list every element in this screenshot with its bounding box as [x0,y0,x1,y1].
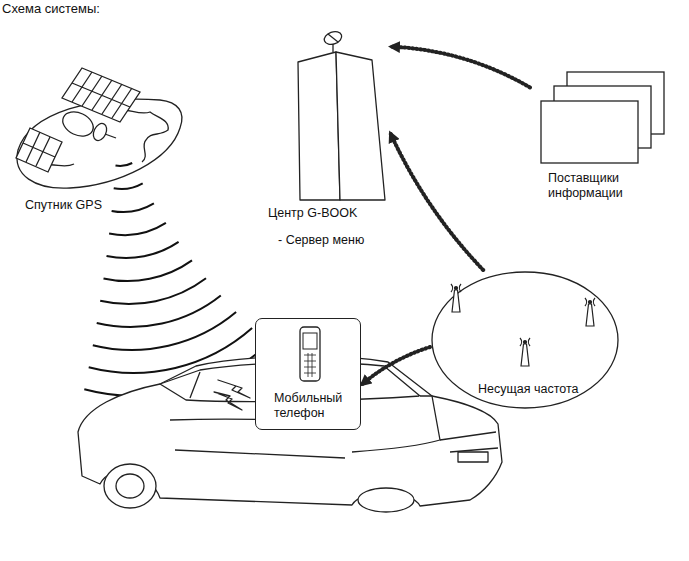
g-book-center-building [336,52,385,200]
gps-signal-waves [116,163,133,166]
gps-signal-waves [104,260,193,281]
carrier-area-ellipse [585,298,595,326]
mobile-phone-icon [303,333,317,349]
car [358,488,414,512]
gps-signal-waves [109,223,166,235]
car [458,452,488,462]
earth-horizon [118,110,168,162]
g-book-center-node: Центр G-BOOK - Сервер меню [265,28,390,260]
gps-signal-waves [112,203,154,212]
dotted-link-arrow [361,347,430,385]
carrier-area-ellipse [589,301,592,304]
carrier-area-ellipse [451,284,461,312]
g-book-center-building [322,29,343,46]
carrier-area-ellipse [520,338,530,366]
g-book-center-building [332,44,333,52]
node-label: Спутник GPS [25,198,165,213]
mobile-phone-icon [290,325,330,385]
satellite-node: Спутник GPS [10,40,180,225]
dotted-link-arrow [390,47,530,88]
radio-link-bolt [214,392,242,410]
gps-signal-waves [107,242,179,258]
carrier-area-ellipse [524,341,527,344]
node-label: Мобильный телефон [274,391,354,421]
gps-satellite [16,68,140,172]
information-providers-pages [541,72,664,163]
gps-satellite [72,72,132,118]
g-book-center-building [328,34,338,42]
gps-satellite [23,132,55,166]
carrier-area-ellipse [585,298,595,306]
node-label: Поставщики информации [548,171,648,201]
node-label: - Сервер меню [278,233,388,248]
node-label: Центр G-BOOK [268,206,388,221]
carrier-area-ellipse [455,287,458,290]
carrier-node: Несущая частота [430,270,620,410]
providers-node: Поставщики информации [530,65,675,205]
gps-satellite [16,128,62,172]
gps-satellite [105,134,116,138]
g-book-center-building [298,52,340,200]
radio-link-bolt [214,380,250,410]
carrier-area-ellipse [452,290,460,312]
gps-signal-waves [93,312,236,350]
mobile-phone-icon [304,353,316,377]
car [352,396,440,452]
g-book-center-building [298,29,385,200]
gps-satellite [91,121,109,142]
node-label: Несущая частота [478,382,598,397]
information-providers-pages [541,101,638,163]
mobile-phone-box: Мобильный телефон [255,318,361,430]
car [440,432,498,452]
carrier-area-ellipse [520,338,530,346]
car [104,464,156,508]
carrier-area-ellipse [432,272,618,408]
carrier-area-ellipse [451,284,461,292]
carrier-area-ellipse [586,304,594,326]
dotted-link-arrow [390,132,483,270]
gps-satellite [59,107,97,140]
gps-signal-waves [97,296,221,328]
gps-signal-waves [114,183,143,189]
gps-signal-waves [100,278,206,304]
carrier-area-ellipse [521,344,529,366]
diagram-title: Схема системы: [2,1,100,17]
mobile-phone-icon [300,327,320,381]
car [116,474,144,498]
